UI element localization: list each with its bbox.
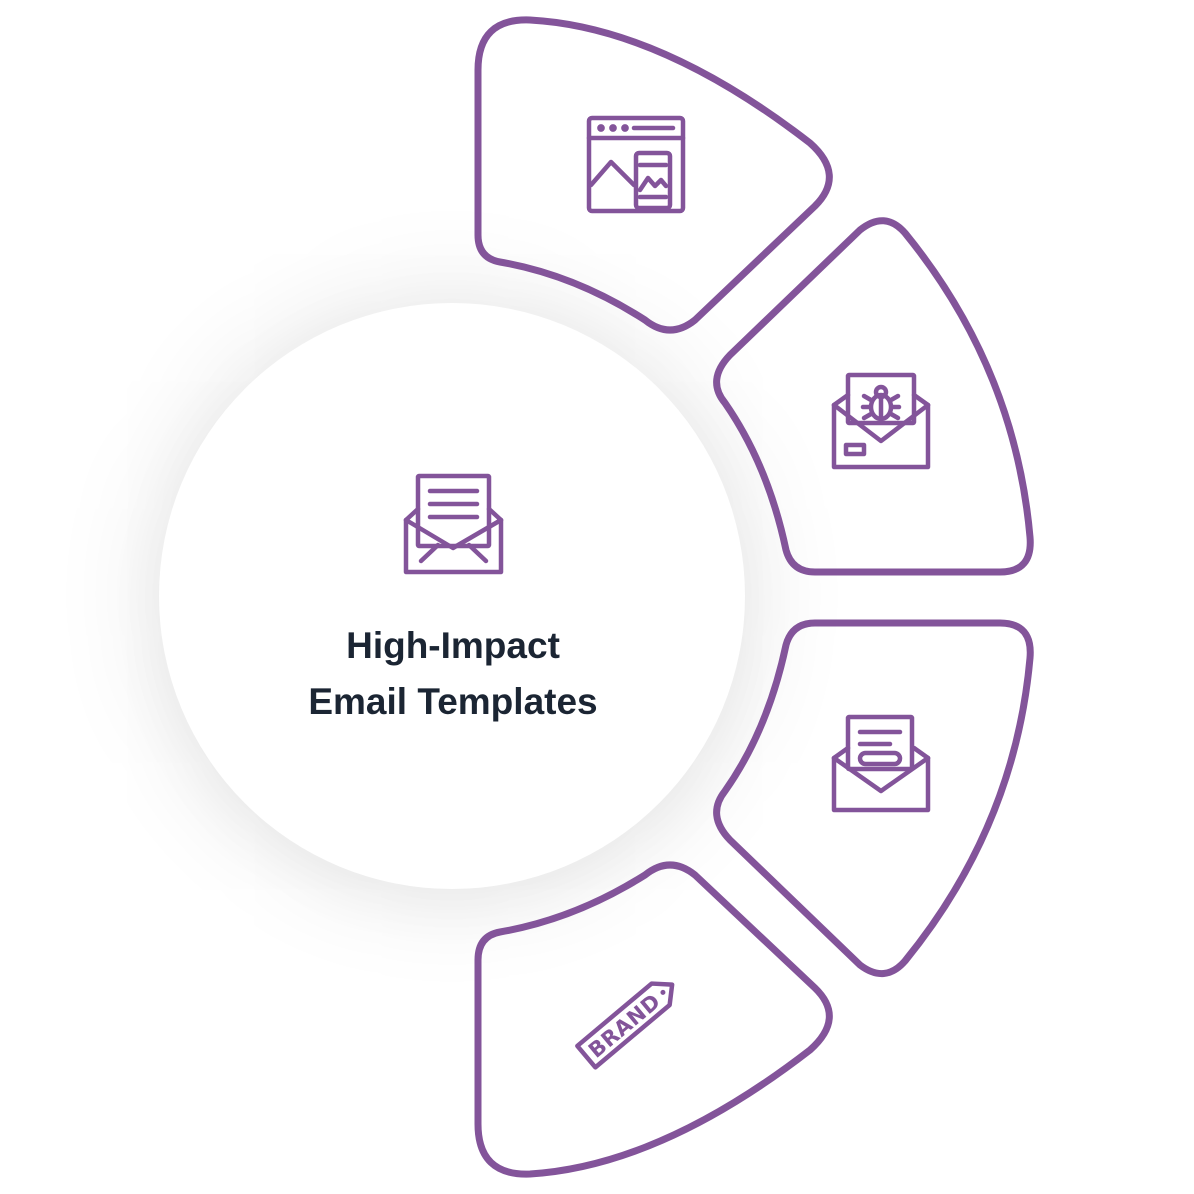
title-line-2: Email Templates bbox=[308, 681, 598, 722]
segment-2-shape bbox=[713, 217, 1034, 576]
brand-tag-text: BRAND bbox=[584, 989, 665, 1063]
envelope-button-icon bbox=[831, 714, 931, 813]
open-envelope-letter-icon bbox=[403, 473, 504, 575]
brand-tag-icon: BRAND bbox=[575, 981, 675, 1070]
segment-3 bbox=[713, 619, 1034, 977]
segment-4: BRAND bbox=[474, 861, 833, 1178]
envelope-bug-icon bbox=[831, 372, 931, 470]
segment-2 bbox=[713, 217, 1034, 576]
segment-1 bbox=[474, 16, 833, 334]
segment-1-shape bbox=[474, 16, 833, 334]
segment-3-shape bbox=[713, 619, 1034, 977]
diagram-title: High-Impact Email Templates bbox=[200, 618, 706, 730]
browser-mobile-responsive-icon bbox=[586, 115, 686, 214]
segment-4-shape bbox=[474, 861, 833, 1178]
center-circle bbox=[159, 303, 745, 889]
title-line-1: High-Impact bbox=[346, 625, 560, 666]
